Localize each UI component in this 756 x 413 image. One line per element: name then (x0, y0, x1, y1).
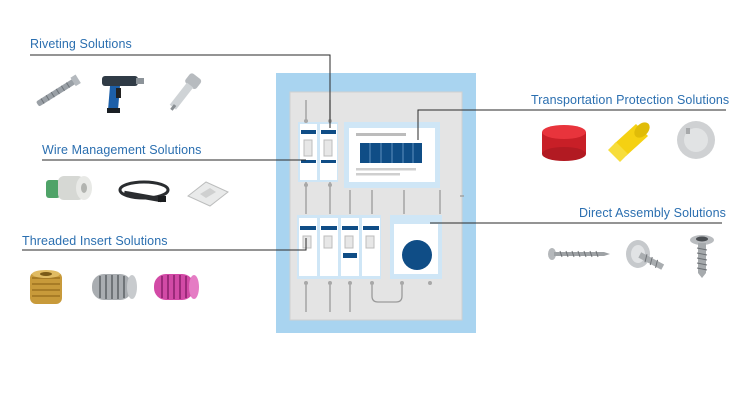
display-module (344, 122, 440, 188)
helical-insert-silver-icon (92, 274, 137, 300)
washer-screw-icon (626, 240, 665, 270)
flange-screw-icon (690, 235, 714, 278)
bottom-breakers (297, 215, 381, 279)
helical-insert-pink-icon (154, 274, 199, 300)
leader-transportation-protection (417, 109, 726, 140)
label-threaded-insert-solutions: Threaded Insert Solutions (22, 234, 168, 248)
grey-plug-icon (677, 121, 715, 159)
rivet-gun-icon (102, 76, 144, 113)
label-transportation-protection-solutions: Transportation Protection Solutions (531, 93, 730, 107)
label-direct-assembly-solutions: Direct Assembly Solutions (579, 206, 727, 220)
leader-riveting (30, 54, 331, 128)
screw-icon (548, 248, 610, 260)
leader-threaded-insert (22, 238, 307, 251)
label-wire-management-solutions: Wire Management Solutions (42, 143, 202, 157)
cable-tie-icon (118, 180, 170, 203)
brass-insert-icon (30, 270, 62, 304)
leader-lines (22, 54, 726, 251)
cable-gland-icon (46, 176, 92, 200)
yellow-plug-icon (608, 122, 650, 162)
electrical-cabinet (276, 73, 476, 333)
red-cap-icon (542, 125, 586, 161)
blind-rivet-icon (169, 73, 202, 111)
top-breakers (298, 122, 338, 182)
label-riveting-solutions: Riveting Solutions (30, 37, 132, 51)
rivet-nut-icon (36, 74, 81, 106)
meter-module (390, 215, 442, 279)
cable-tie-mount-icon (187, 181, 229, 207)
